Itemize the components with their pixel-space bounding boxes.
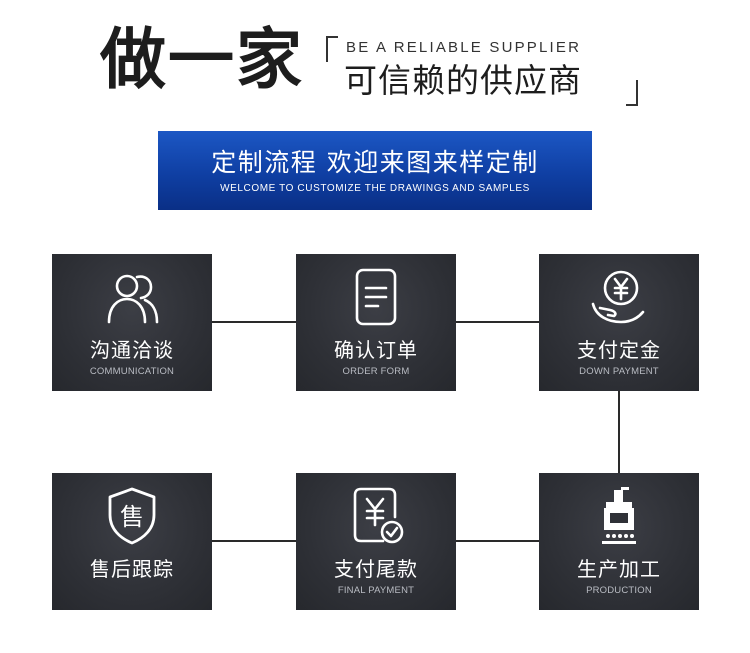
yen-coin-hand-icon — [591, 270, 645, 324]
step-label: 确认订单 — [334, 338, 418, 362]
step-label: 售后跟踪 — [90, 557, 174, 581]
connector-5-6 — [456, 540, 539, 542]
step-sublabel: COMMUNICATION — [89, 366, 175, 377]
step-sublabel: PRODUCTION — [586, 585, 652, 596]
tagline-chinese: 可信赖的供应商 — [344, 61, 582, 100]
bracket-bottom-right — [626, 80, 638, 106]
step-communication: 沟通洽谈 COMMUNICATION — [52, 254, 212, 391]
process-banner: 定制流程 欢迎来图来样定制 WELCOME TO CUSTOMIZE THE D… — [158, 131, 592, 210]
step-label: 支付尾款 — [334, 557, 418, 581]
connector-3-6 — [618, 390, 620, 473]
people-icon — [107, 274, 159, 324]
step-label: 支付定金 — [577, 338, 661, 362]
connector-1-2 — [212, 321, 296, 323]
step-label: 沟通洽谈 — [90, 338, 174, 362]
headline: 做一家 — [100, 21, 304, 98]
document-icon — [355, 268, 397, 326]
step-sublabel: FINAL PAYMENT — [337, 585, 415, 596]
step-order-form: 确认订单 ORDER FORM — [296, 254, 456, 391]
connector-4-5 — [212, 540, 296, 542]
banner-title: 定制流程 欢迎来图来样定制 — [211, 148, 539, 177]
bracket-top-left — [326, 36, 338, 62]
tagline-english: BE A RELIABLE SUPPLIER — [346, 39, 582, 56]
step-down-payment: 支付定金 DOWN PAYMENT — [539, 254, 699, 391]
yen-check-document-icon — [353, 487, 404, 544]
svg-text:售: 售 — [120, 503, 144, 531]
connector-2-3 — [456, 321, 539, 323]
step-sublabel: DOWN PAYMENT — [579, 366, 659, 377]
after-sales-shield-icon: 售 — [108, 487, 156, 545]
banner-subtitle: WELCOME TO CUSTOMIZE THE DRAWINGS AND SA… — [220, 183, 530, 194]
machine-icon — [602, 487, 636, 544]
step-after-sales: 售 售后跟踪 — [52, 473, 212, 610]
step-final-payment: 支付尾款 FINAL PAYMENT — [296, 473, 456, 610]
step-sublabel: ORDER FORM — [342, 366, 410, 377]
step-label: 生产加工 — [577, 557, 661, 581]
step-production: 生产加工 PRODUCTION — [539, 473, 699, 610]
